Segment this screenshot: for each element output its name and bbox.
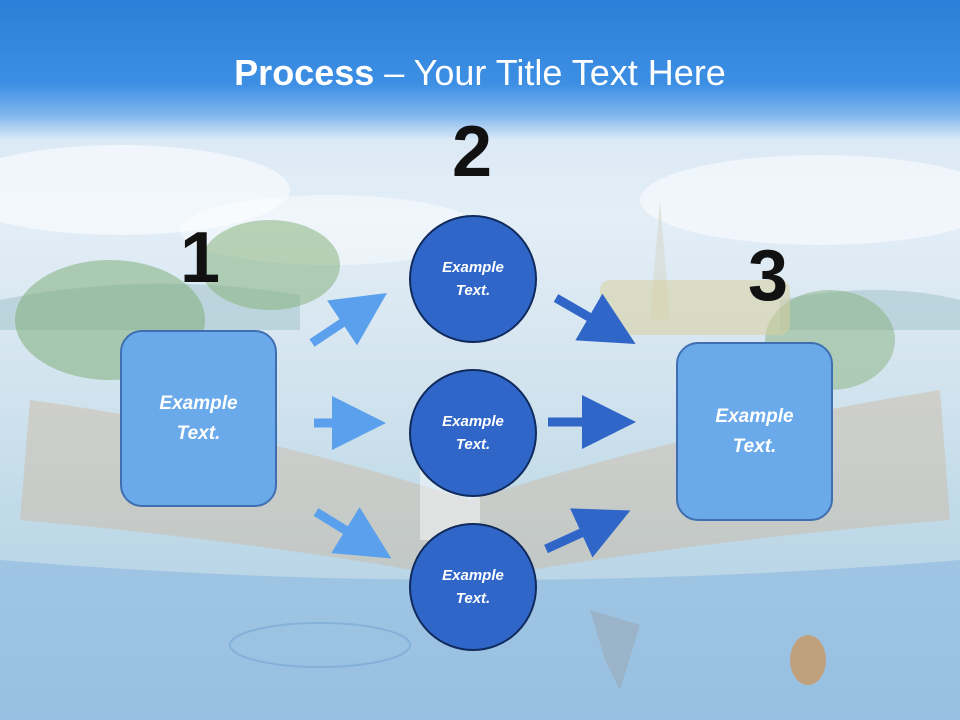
title-bar xyxy=(0,0,960,140)
step3-box-text: Example Text. xyxy=(715,406,794,457)
fish xyxy=(590,610,640,690)
step-number-3: 3 xyxy=(747,236,789,316)
cloud xyxy=(0,145,290,235)
cloud xyxy=(640,155,960,245)
fish xyxy=(790,635,826,685)
circle-2-text: Example Text. xyxy=(442,412,504,453)
building xyxy=(600,280,790,335)
circle-3-text: Example Text. xyxy=(442,566,504,607)
tree-left xyxy=(200,220,340,310)
circle-1-text: Example Text. xyxy=(442,258,504,299)
title-bold: Process xyxy=(234,52,375,93)
step3-box: Example Text. xyxy=(676,342,833,521)
step2-circle-3: Example Text. xyxy=(409,523,537,651)
step2-circle-2: Example Text. xyxy=(409,369,537,497)
step-number-2: 2 xyxy=(451,112,493,192)
step1-box-text: Example Text. xyxy=(159,393,238,444)
title-rest: – Your Title Text Here xyxy=(374,52,726,93)
slide-title: Process – Your Title Text Here xyxy=(0,52,960,94)
step-number-1: 1 xyxy=(179,218,221,298)
step1-box: Example Text. xyxy=(120,330,277,507)
step2-circle-1: Example Text. xyxy=(409,215,537,343)
water-ripple xyxy=(229,622,411,668)
